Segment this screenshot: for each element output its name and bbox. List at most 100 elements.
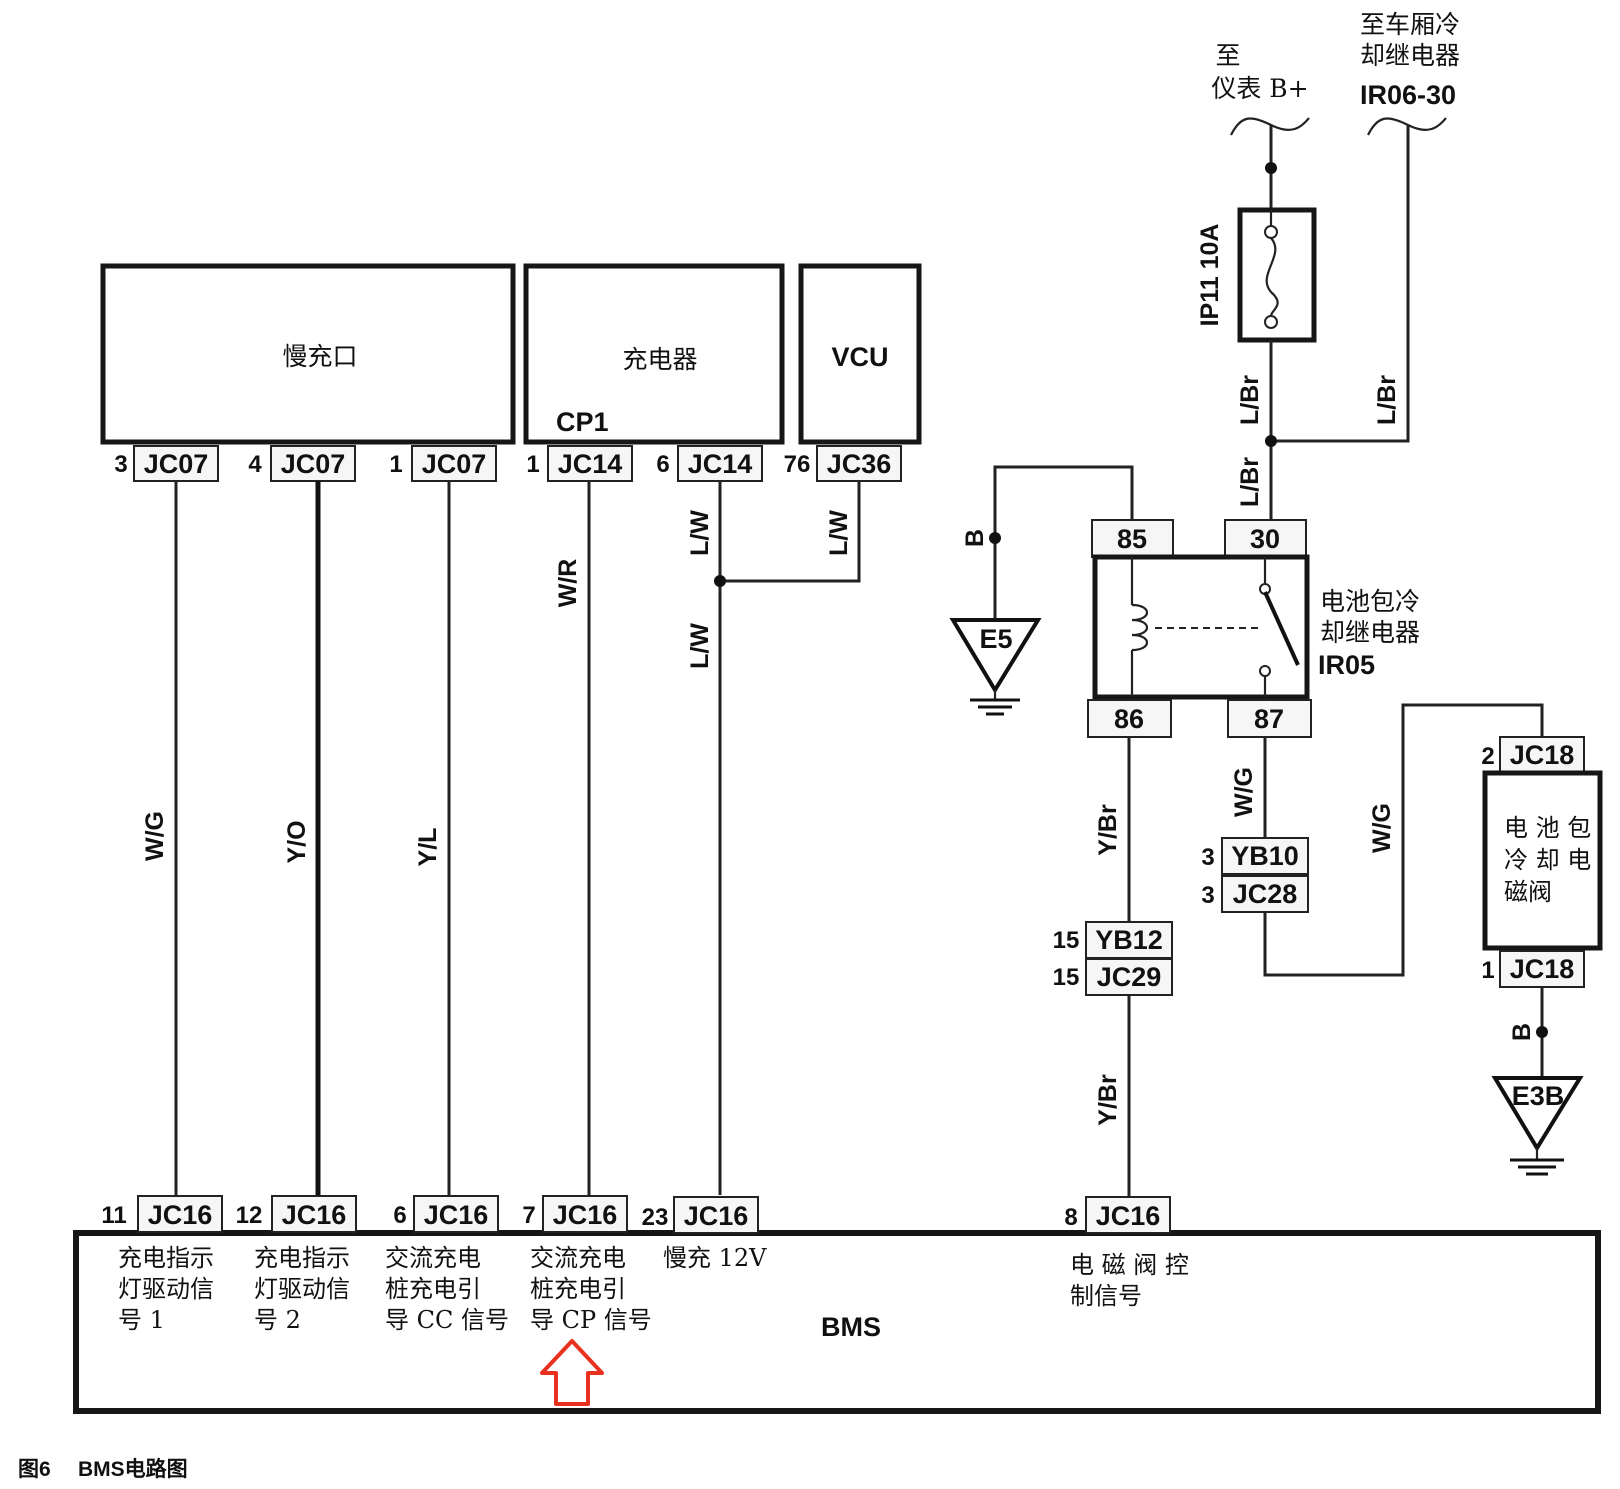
wire-wg-valve [1263,703,1544,977]
connector-box [271,1195,357,1233]
connector-name: JC18 [1510,954,1575,984]
vcu-box [798,263,922,445]
cooling-solenoid-valve-label: 电 池 包 冷 却 电 磁阀 [1504,814,1591,906]
bms-signal-3: 交流充电 桩充电引 导 CC 信号 [385,1244,509,1334]
connector-76-jc36: 76 JC36 [784,445,902,482]
connector-pin: 23 [642,1204,669,1231]
charger-box [523,263,785,445]
signal-line: 慢充 12V [663,1244,767,1272]
splice-dot [714,575,726,587]
connector-name: JC14 [688,449,753,479]
valve-label-line: 电 池 包 [1504,814,1591,842]
bms-connector-7: 7 JC16 [522,1195,628,1233]
signal-line: 灯驱动信 [118,1275,214,1303]
charger-label: 充电器 [622,345,697,374]
connector-name: JC16 [684,1201,749,1231]
wire-label-yl: Y/L [414,828,442,867]
signal-line: 充电指示 [254,1244,350,1272]
connector-box [413,1195,499,1233]
connector-pin: 11 [101,1202,126,1229]
cooling-solenoid-valve-box [1482,770,1603,951]
wire-label-b: B [1508,1023,1536,1041]
wire-b-85 [993,465,1134,625]
connector-3-yb10: 3 YB10 [1201,837,1309,875]
note-instrument-b-plus: 至 仪表 B+ [1211,41,1308,103]
splice-dot [1536,1026,1548,1038]
signal-line: 灯驱动信 [254,1275,350,1303]
connector-4-jc07: 4 JC07 [248,445,356,482]
connector-pin: 76 [784,451,811,478]
connector-name: JC14 [558,449,623,479]
fuse-terminal [1264,225,1278,239]
switch-terminal [1259,665,1271,677]
relay-label-line: IR05 [1318,650,1375,680]
connector-pin: 15 [1053,964,1080,991]
connector-pin: 12 [236,1202,263,1229]
wire-label-ybr: Y/Br [1094,804,1122,856]
connector-name: JC07 [422,449,487,479]
connector-box [270,445,356,482]
connector-1-jc18: 1 JC18 [1481,950,1585,988]
signal-line: 号 1 [118,1306,165,1334]
connector-15-jc29: 15 JC29 [1053,958,1173,996]
connector-box [1085,958,1173,996]
connector-pin: 8 [1064,1204,1077,1231]
connector-name: JC07 [144,449,209,479]
valve-label-line: 磁阀 [1504,878,1552,906]
connector-pin: 15 [1053,927,1080,954]
wire-label-wg: W/G [1368,803,1396,853]
slow-charge-port-label: 慢充口 [282,342,357,371]
connector-name: JC16 [148,1200,213,1230]
signal-line: 导 CC 信号 [385,1306,509,1334]
signal-line: 制信号 [1070,1282,1142,1310]
bms-signal-5: 慢充 12V [663,1244,767,1272]
signal-line: 号 2 [254,1306,301,1334]
note-line: IR06-30 [1360,80,1456,110]
connector-pin: 1 [526,451,539,478]
wire-label-wg: W/G [1230,767,1258,817]
wire-label-ybr: Y/Br [1094,1074,1122,1126]
connector-name: YB12 [1095,925,1163,955]
relay-coil-icon [1131,603,1149,652]
connector-box [137,1195,223,1233]
wire-label-lw-vcu: L/W [825,510,853,556]
wire-lbr-cabin [1271,125,1410,443]
note-line: 至 [1215,41,1240,70]
vcu-label: VCU [831,342,888,372]
connector-name: JC29 [1097,962,1162,992]
connector-pin: 6 [656,451,669,478]
connector-box [816,445,902,482]
ground-e5-label: E5 [979,624,1012,654]
connector-name: JC16 [424,1200,489,1230]
ground-e3b-label: E3B [1512,1081,1565,1111]
signal-line: 交流充电 [385,1244,481,1272]
connector-1-jc07: 1 JC07 [389,445,497,482]
relay-pin-label: 86 [1114,704,1144,734]
relay-pin-label: 85 [1117,524,1147,554]
connector-3-jc28: 3 JC28 [1201,875,1309,913]
wire-label-lw-lower: L/W [686,623,714,669]
connector-pin: 1 [1481,957,1494,984]
wire-label-lbr: L/Br [1373,375,1401,425]
connector-pin: 3 [1201,882,1214,909]
figure-title: BMS电路图 [78,1457,188,1481]
valve-label-line: 冷 却 电 [1504,846,1591,874]
wire-label-yo: Y/O [283,820,311,863]
connector-name: JC36 [827,449,892,479]
fuse-element-icon [1265,237,1279,317]
bms-signal-4: 交流充电 桩充电引 导 CP 信号 [530,1244,652,1334]
signal-line: 桩充电引 [530,1275,626,1303]
connector-1-jc14: 1 JC14 [526,445,633,482]
connector-name: JC16 [282,1200,347,1230]
relay-pin-label: 87 [1254,704,1284,734]
relay-label-line: 电池包冷 [1320,587,1420,616]
wire-label-lbr: L/Br [1236,375,1264,425]
connector-box [1221,837,1309,875]
connector-name: JC18 [1510,740,1575,770]
bms-connector-23: 23 JC16 [642,1196,759,1234]
relay-switch-icon [1263,591,1300,666]
wire-label-wg: W/G [141,811,169,861]
highlight-arrow-icon [540,1339,604,1406]
relay-pin-label: 30 [1250,524,1280,554]
